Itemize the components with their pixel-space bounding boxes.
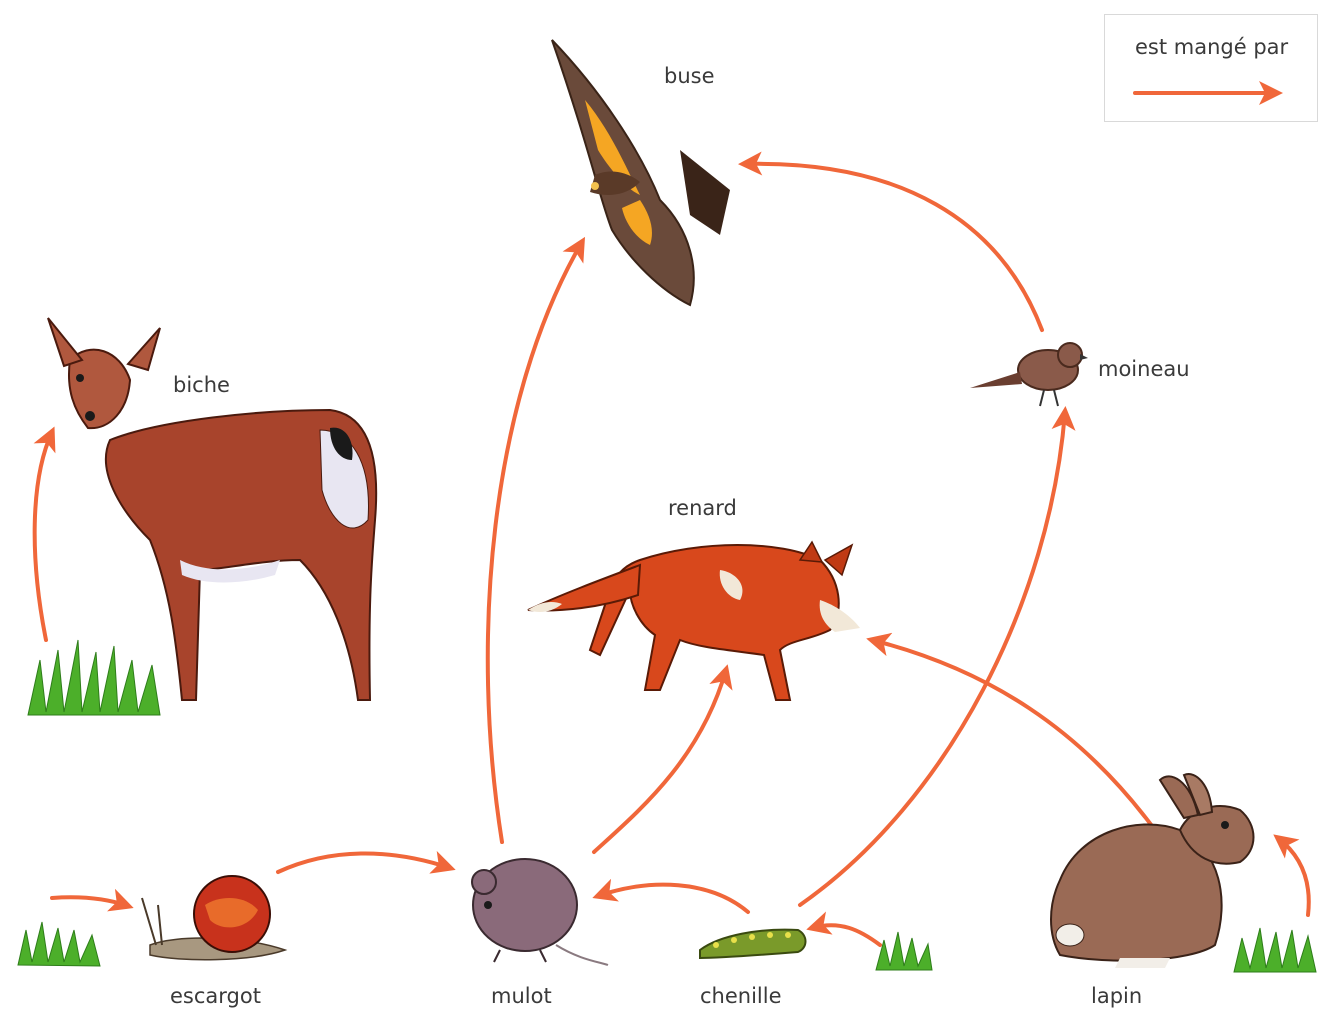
label-buse: buse <box>664 64 715 88</box>
legend-text: est mangé par <box>1135 35 1288 59</box>
arrow-mulot-buse <box>488 242 582 842</box>
grass-icon <box>1234 928 1316 972</box>
label-mulot: mulot <box>491 984 552 1008</box>
legend: est mangé par <box>1104 14 1318 122</box>
grass-icon <box>876 932 932 970</box>
rabbit-icon <box>1051 774 1254 968</box>
arrow-mulot-renard <box>594 670 726 852</box>
legend-arrow-icon <box>1127 73 1297 113</box>
arrow-herbe-escargot <box>52 897 128 906</box>
label-lapin: lapin <box>1091 984 1142 1008</box>
fox-icon <box>528 542 860 700</box>
arrow-escargot-mulot <box>278 853 450 872</box>
caterpillar-icon <box>700 930 806 958</box>
arrow-herbe-biche <box>35 432 52 640</box>
snail-icon <box>142 876 285 960</box>
mouse-icon <box>472 859 608 965</box>
label-chenille: chenille <box>700 984 782 1008</box>
arrow-herbe-lapin <box>1278 838 1309 915</box>
sparrow-icon <box>970 343 1088 406</box>
label-escargot: escargot <box>170 984 261 1008</box>
grass-icon <box>28 640 160 715</box>
label-renard: renard <box>668 496 737 520</box>
arrow-chenille-mulot <box>598 885 748 912</box>
label-biche: biche <box>173 373 230 397</box>
label-moineau: moineau <box>1098 357 1190 381</box>
arrow-herbe-chenille <box>812 925 880 945</box>
grass-icon <box>18 922 100 966</box>
arrow-moineau-buse <box>744 164 1042 330</box>
